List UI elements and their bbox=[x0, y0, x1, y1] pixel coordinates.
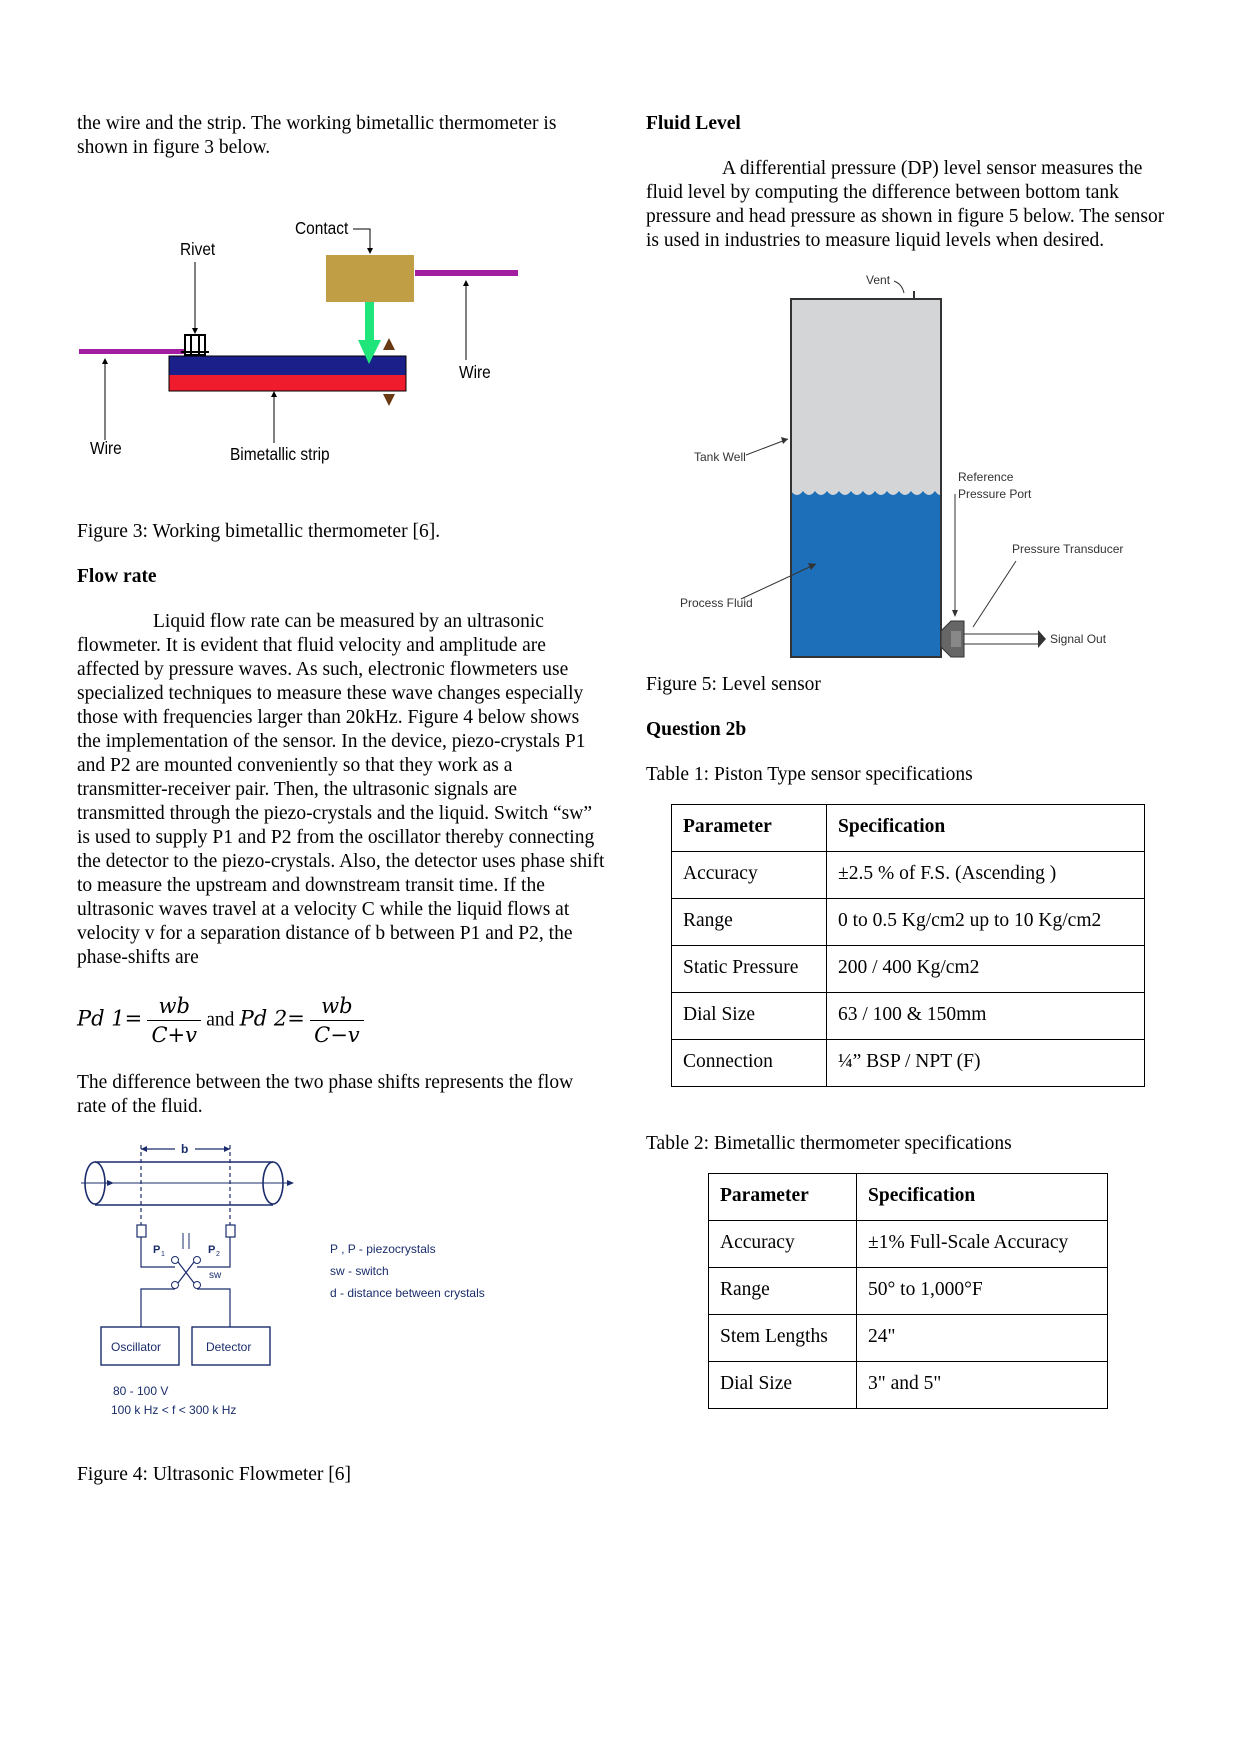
movement-arrow bbox=[365, 302, 374, 344]
fluid-level-paragraph: A differential pressure (DP) level senso… bbox=[646, 158, 1165, 251]
reference-label: Reference bbox=[958, 470, 1014, 484]
equation-fraction-2: wb C−v bbox=[310, 992, 364, 1049]
table-header-row: Parameter Specification bbox=[671, 804, 1145, 852]
contact-label: Contact bbox=[295, 218, 349, 238]
legend-switch: sw - switch bbox=[330, 1264, 389, 1278]
rivet-label: Rivet bbox=[180, 239, 216, 259]
figure-5-level-sensor-diagram: Vent Tank Well Reference Pressure Port P… bbox=[680, 273, 1123, 658]
right-column: Fluid Level A differential pressure (DP)… bbox=[646, 112, 1171, 1409]
table-header-parameter: Parameter bbox=[708, 1173, 857, 1221]
vent-label: Vent bbox=[866, 273, 891, 287]
svg-text:2: 2 bbox=[216, 1251, 220, 1258]
bend-up-marker bbox=[383, 338, 395, 350]
voltage-label: 80 - 100 V bbox=[113, 1384, 168, 1398]
phase-shift-equation: Pd 1= wb C+v and Pd 2= wb C−v bbox=[77, 992, 607, 1049]
table-header-specification: Specification bbox=[856, 1173, 1108, 1221]
difference-text: The difference between the two phase shi… bbox=[77, 1072, 574, 1117]
figure-3-caption: Figure 3: Working bimetallic thermometer… bbox=[77, 521, 441, 542]
tank-air-space bbox=[791, 299, 941, 499]
figure-4-flowmeter-diagram: b P 1 P 2 sw Oscillator Detector 80 - 10… bbox=[81, 1142, 485, 1417]
contact-block bbox=[326, 255, 414, 302]
strip-label: Bimetallic strip bbox=[230, 444, 330, 464]
table-2-caption: Table 2: Bimetallic thermometer specific… bbox=[646, 1133, 1012, 1154]
distance-b-label: b bbox=[181, 1142, 188, 1156]
equation-and: and bbox=[206, 1009, 235, 1031]
legend-piezocrystals: P , P - piezocrystals bbox=[330, 1242, 436, 1256]
left-column: the wire and the strip. The working bime… bbox=[77, 112, 607, 1487]
table-2-bimetallic-thermometer: Parameter Specification Accuracy±1% Full… bbox=[708, 1173, 1108, 1409]
tank-well-label: Tank Well bbox=[694, 450, 746, 464]
figure-4-caption: Figure 4: Ultrasonic Flowmeter [6] bbox=[77, 1464, 352, 1485]
table-header-parameter: Parameter bbox=[671, 804, 827, 852]
detector-label: Detector bbox=[206, 1340, 251, 1354]
table-1-caption: Table 1: Piston Type sensor specificatio… bbox=[646, 764, 973, 785]
pressure-transducer-label: Pressure Transducer bbox=[1012, 542, 1123, 556]
figure-3-bimetallic-diagram: Contact Rivet Wire Wire Bimetallic strip bbox=[79, 218, 518, 464]
table-row: Accuracy±1% Full-Scale Accuracy bbox=[708, 1220, 1108, 1268]
p1-label: P bbox=[153, 1244, 160, 1256]
pressure-port-label: Pressure Port bbox=[958, 487, 1032, 501]
strip-bottom bbox=[169, 375, 406, 391]
detector-box bbox=[191, 1326, 271, 1366]
process-fluid-body bbox=[791, 491, 941, 657]
figure-5-caption: Figure 5: Level sensor bbox=[646, 674, 821, 695]
table-header-specification: Specification bbox=[826, 804, 1145, 852]
equation-lhs-1: Pd 1= bbox=[77, 1006, 143, 1031]
p2-label: P bbox=[208, 1244, 215, 1256]
table-row: Accuracy±2.5 % of F.S. (Ascending ) bbox=[671, 851, 1145, 899]
wire-right-label: Wire bbox=[459, 362, 491, 382]
flow-rate-heading: Flow rate bbox=[77, 566, 157, 587]
equation-fraction-1: wb C+v bbox=[147, 992, 201, 1049]
crystal-p1 bbox=[136, 1224, 147, 1238]
svg-text:1: 1 bbox=[161, 1251, 165, 1258]
left-wire bbox=[79, 349, 184, 354]
oscillator-box bbox=[100, 1326, 180, 1366]
frequency-label: 100 k Hz < f < 300 k Hz bbox=[111, 1403, 236, 1417]
table-1-piston-sensor: Parameter Specification Accuracy±2.5 % o… bbox=[671, 804, 1145, 1087]
sw-label: sw bbox=[209, 1270, 222, 1281]
intro-text: the wire and the strip. The working bime… bbox=[77, 113, 557, 158]
right-wire bbox=[415, 270, 518, 276]
question-2b-heading: Question 2b bbox=[646, 719, 747, 740]
bend-down-marker bbox=[383, 394, 395, 406]
strip-top bbox=[169, 356, 406, 378]
crystal-p2 bbox=[225, 1224, 236, 1238]
legend-distance: d - distance between crystals bbox=[330, 1286, 485, 1300]
equation-lhs-2: Pd 2= bbox=[239, 1006, 305, 1031]
table-header-row: Parameter Specification bbox=[708, 1173, 1108, 1221]
fluid-level-heading: Fluid Level bbox=[646, 113, 741, 134]
process-fluid-label: Process Fluid bbox=[680, 596, 753, 610]
oscillator-label: Oscillator bbox=[111, 1340, 161, 1354]
flow-rate-paragraph: Liquid flow rate can be measured by an u… bbox=[77, 611, 605, 968]
signal-out-label: Signal Out bbox=[1050, 632, 1107, 646]
wire-left-label: Wire bbox=[90, 438, 122, 458]
